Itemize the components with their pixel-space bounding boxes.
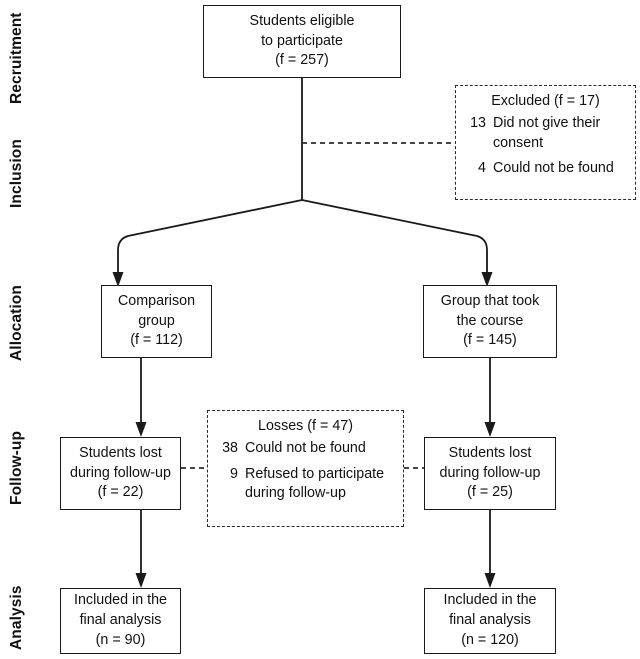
note-item-reason-line-1: Did not give — [493, 115, 569, 132]
node-line-1: Included in the — [74, 592, 167, 609]
node-line-2: final analysis — [79, 612, 162, 629]
note-item-count: 38 — [222, 440, 238, 457]
node-line-1: Students eligible — [249, 12, 355, 29]
note-excluded-item: 13 Did not give their consent — [464, 114, 627, 153]
note-excluded: Excluded (f = 17) 13 Did not give their … — [455, 85, 636, 200]
note-item-reason-line-2: during follow-up — [245, 484, 346, 501]
note-item-reason: Did not give their consent — [493, 114, 627, 153]
node-students-eligible: Students eligible to participate (f = 25… — [203, 5, 401, 78]
node-line-1: Students lost — [448, 444, 532, 461]
node-line-3: (f = 257) — [275, 52, 329, 69]
note-item-reason: Could not be found — [493, 159, 627, 178]
node-comparison-group: Comparison group (f = 112) — [101, 285, 212, 358]
node-line-3: (f = 112) — [130, 332, 183, 349]
node-line-3: (n = 120) — [461, 631, 519, 648]
stage-label-allocation: Allocation — [8, 285, 25, 361]
stage-label-analysis: Analysis — [8, 585, 25, 650]
stage-label-followup: Follow-up — [8, 430, 25, 505]
arrowhead-to-lost-right — [484, 422, 496, 437]
node-line-1: Students lost — [79, 444, 162, 461]
node-line-3: (f = 145) — [463, 332, 517, 349]
stage-label-inclusion: Inclusion — [8, 139, 25, 208]
node-students-lost-course: Students lost during follow-up (f = 25) — [424, 437, 556, 510]
node-line-3: (f = 25) — [467, 484, 513, 501]
node-final-analysis-course: Included in the final analysis (n = 120) — [424, 588, 556, 654]
note-excluded-title: Excluded (f = 17) — [491, 93, 600, 109]
node-line-2: during follow-up — [439, 464, 541, 481]
node-line-1: Group that took — [440, 292, 540, 309]
note-losses: Losses (f = 47) 38 Could not be found 9 … — [207, 410, 404, 527]
note-item-reason: Could not be found — [245, 439, 395, 458]
arrowhead-to-analysis-right — [484, 573, 496, 588]
node-line-1: Comparison — [117, 292, 196, 309]
node-line-2: the course — [456, 312, 524, 329]
node-line-3: (n = 90) — [95, 631, 146, 648]
node-students-lost-comparison: Students lost during follow-up (f = 22) — [60, 437, 181, 510]
stage-label-recruitment: Recruitment — [8, 12, 25, 104]
note-losses-item: 9 Refused to participate during follow-u… — [216, 465, 395, 504]
node-line-2: final analysis — [449, 612, 531, 629]
arrowhead-to-analysis-left — [135, 573, 147, 588]
note-item-count: 4 — [478, 159, 486, 176]
note-item-reason-line-1: Refused to participate — [245, 465, 385, 482]
node-group-took-course: Group that took the course (f = 145) — [423, 285, 557, 358]
note-item-reason-line-2: their consent — [493, 115, 601, 151]
note-item-reason-line-1: Could not be — [493, 159, 575, 176]
note-item-reason: Refused to participate during follow-up — [245, 465, 395, 504]
note-item-reason-line-1: Could not be — [245, 440, 327, 457]
node-line-2: during follow-up — [70, 464, 171, 481]
node-line-3: (f = 22) — [97, 484, 144, 501]
note-excluded-item: 4 Could not be found — [464, 159, 627, 178]
note-item-reason-line-2: found — [578, 159, 614, 176]
node-line-1: Included in the — [443, 592, 537, 609]
note-item-count: 9 — [230, 465, 238, 482]
note-losses-title: Losses (f = 47) — [258, 418, 353, 434]
node-line-2: group — [138, 312, 175, 329]
connector-split-right — [301, 199, 488, 277]
connector-split-left — [117, 199, 303, 277]
note-item-count: 13 — [470, 115, 486, 132]
arrowhead-to-lost-left — [135, 422, 147, 437]
node-line-2: to participate — [261, 32, 343, 49]
note-losses-item: 38 Could not be found — [216, 439, 395, 458]
note-item-reason-line-2: found — [330, 440, 366, 457]
node-final-analysis-comparison: Included in the final analysis (n = 90) — [60, 588, 181, 654]
